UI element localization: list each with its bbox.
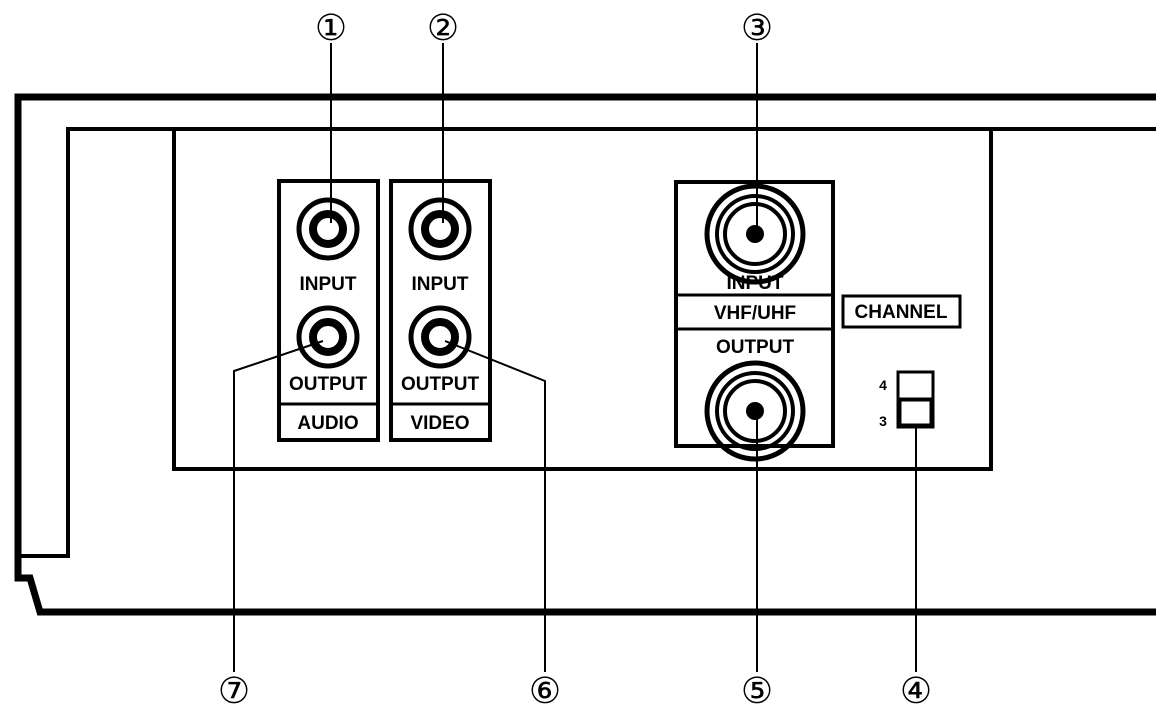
video-name-label: VIDEO (410, 413, 469, 434)
cabinet-inner-edge (18, 127, 1156, 558)
rf-output-label: OUTPUT (716, 337, 795, 358)
callout-5: ⑤ (741, 671, 773, 710)
rf-band-label: VHF/UHF (714, 303, 796, 324)
audio-input-label: INPUT (300, 274, 357, 295)
audio-input-jack[interactable] (296, 197, 360, 261)
callout-2: ② (427, 8, 459, 49)
callout-6: ⑥ (529, 671, 561, 710)
callout-7: ⑦ (218, 671, 250, 710)
cabinet-outline (14, 93, 1156, 616)
leader-line-6 (444, 340, 546, 672)
rf-jack-group: INPUT VHF/UHF OUTPUT (674, 180, 835, 462)
rf-input-label: INPUT (727, 273, 784, 294)
video-jack-group: INPUT OUTPUT VIDEO (389, 179, 492, 442)
channel-switch[interactable] (896, 370, 935, 429)
callout-4: ④ (900, 671, 932, 710)
channel-label: CHANNEL (855, 302, 948, 323)
callout-1: ① (315, 8, 347, 49)
jack-panel (172, 127, 993, 471)
video-output-jack[interactable] (408, 305, 472, 369)
audio-name-label: AUDIO (297, 413, 358, 434)
channel-switch-label-3: 3 (879, 413, 887, 429)
channel-switch-label-4: 4 (879, 377, 887, 393)
video-input-label: INPUT (412, 274, 469, 295)
video-box (389, 179, 492, 442)
rf-output-jack[interactable] (704, 360, 806, 462)
leader-line-7 (233, 340, 324, 672)
channel-label-box (841, 294, 962, 329)
audio-box (277, 179, 380, 442)
video-output-label: OUTPUT (401, 374, 480, 395)
audio-jack-group: INPUT OUTPUT AUDIO (277, 179, 380, 442)
audio-output-jack[interactable] (296, 305, 360, 369)
rf-box (674, 180, 835, 448)
video-input-jack[interactable] (408, 197, 472, 261)
rf-input-jack[interactable] (704, 183, 806, 285)
audio-output-label: OUTPUT (289, 374, 368, 395)
callout-3: ③ (741, 8, 773, 49)
